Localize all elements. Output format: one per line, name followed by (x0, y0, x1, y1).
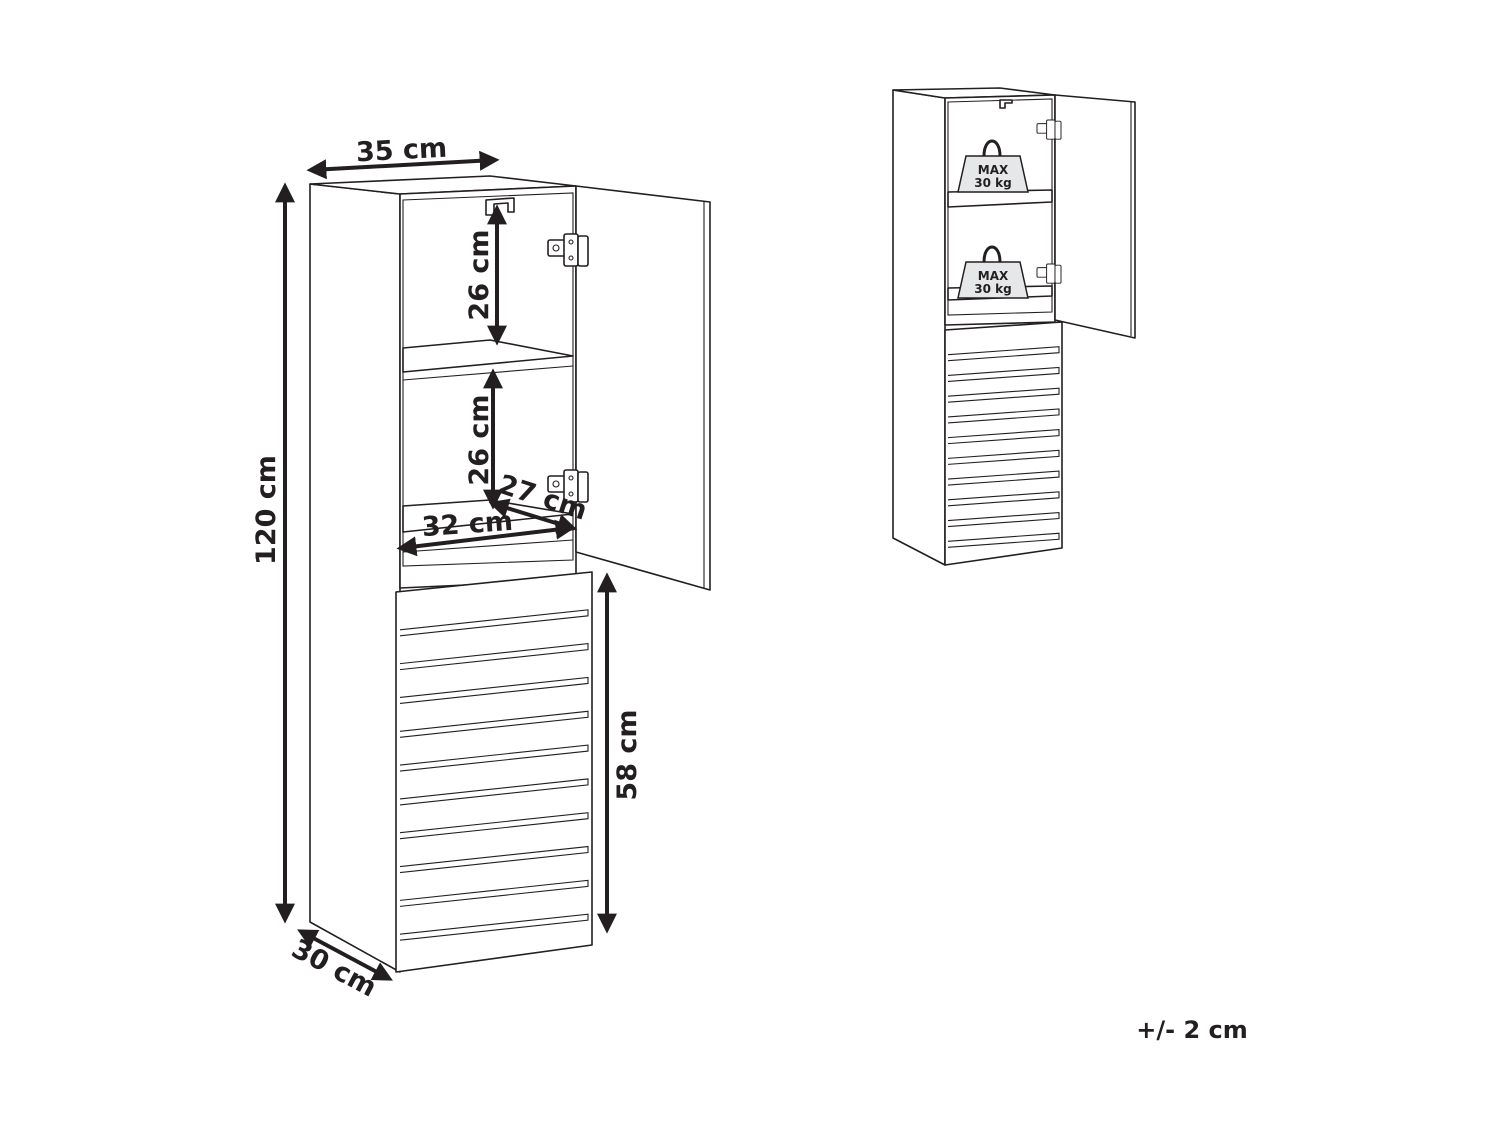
slat-line (399, 812, 589, 840)
inner-width-label: 32 cm (421, 506, 514, 543)
slat-line (399, 778, 589, 806)
upper-shelf (402, 339, 574, 373)
svg-text:30 kg: 30 kg (974, 282, 1011, 296)
load-view-door (1054, 94, 1136, 339)
slat-line (399, 609, 589, 637)
slat-line (947, 366, 1060, 383)
shelf-lower-label: 26 cm (464, 394, 495, 485)
depth-arrow (297, 929, 393, 981)
slat-line (947, 408, 1060, 424)
inner-depth-arrow (488, 498, 578, 534)
load-view-slats (947, 346, 1060, 548)
slat-line (947, 511, 1060, 528)
lower-height-label: 58 cm (612, 709, 643, 800)
svg-text:30 kg: 30 kg (974, 176, 1011, 190)
slat-line (947, 449, 1060, 465)
main-cabinet (309, 175, 711, 973)
svg-text:MAX: MAX (978, 269, 1009, 283)
width-arrow (306, 150, 500, 180)
slat-line (947, 532, 1060, 548)
tolerance-note: +/- 2 cm (1136, 1016, 1247, 1044)
svg-text:MAX: MAX (978, 163, 1009, 177)
shelf-upper-label: 26 cm (464, 229, 495, 320)
dimension-arrows (275, 150, 617, 981)
door-slats (399, 609, 589, 941)
slat-line (947, 491, 1060, 507)
slat-line (399, 913, 589, 941)
slat-line (947, 387, 1060, 403)
load-weight-lower: MAX 30 kg (957, 245, 1029, 299)
lower-door-panel (395, 571, 593, 973)
cabinet-side-panel (309, 183, 401, 973)
load-view-lower-panel (944, 321, 1063, 566)
slat-line (399, 676, 589, 705)
slat-line (399, 744, 589, 772)
width-label: 35 cm (355, 133, 448, 169)
hinge-upper (547, 233, 589, 267)
slat-line (947, 429, 1060, 445)
weight-icon (957, 261, 1029, 299)
slat-line (399, 845, 589, 874)
slat-line (947, 470, 1060, 486)
height-label: 120 cm (251, 455, 282, 565)
open-door (575, 185, 711, 591)
load-weight-upper: MAX 30 kg (957, 139, 1029, 193)
slat-line (399, 710, 589, 738)
slat-line (947, 346, 1060, 362)
slat-line (399, 643, 589, 671)
slat-line (399, 879, 589, 907)
weight-icon (957, 155, 1029, 193)
hinge-lower (547, 469, 589, 503)
